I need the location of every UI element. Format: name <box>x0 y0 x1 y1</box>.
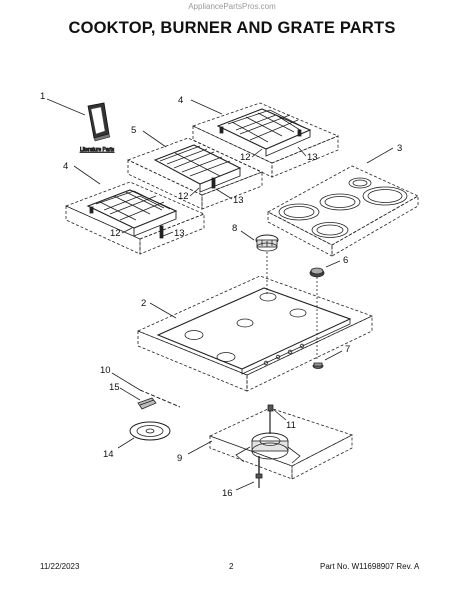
footer-date: 11/22/2023 <box>40 562 80 571</box>
valve-assembly-group <box>208 407 354 480</box>
watermark: AppliancePartsPros.com <box>188 2 276 11</box>
leader-line <box>119 387 141 401</box>
callout-13c[interactable]: 13 <box>174 228 185 239</box>
leader-line <box>121 227 133 234</box>
valve-assembly[interactable] <box>235 404 301 474</box>
leader-line <box>215 188 233 200</box>
cooktop-glass[interactable] <box>156 287 352 375</box>
callout-10[interactable]: 10 <box>100 365 111 376</box>
callout-4b[interactable]: 4 <box>63 161 68 172</box>
grate-group-right <box>191 102 340 178</box>
callout-14[interactable]: 14 <box>103 449 114 460</box>
burner-disc[interactable] <box>129 421 171 441</box>
leader-line <box>235 481 255 491</box>
callout-7[interactable]: 7 <box>345 344 350 355</box>
burner-knob-cap[interactable] <box>309 267 325 278</box>
leader-line <box>366 147 394 164</box>
igniter-wire[interactable] <box>139 389 181 408</box>
grate-middle[interactable] <box>153 144 242 193</box>
screw[interactable] <box>255 473 263 488</box>
leader-line <box>162 231 174 237</box>
leader-line <box>117 437 135 449</box>
leader-line <box>111 372 141 391</box>
callout-4a[interactable]: 4 <box>178 95 183 106</box>
callout-13b[interactable]: 13 <box>233 195 244 206</box>
grate-group-left <box>64 181 206 255</box>
callout-9[interactable]: 9 <box>177 453 182 464</box>
burner-base[interactable] <box>255 234 279 252</box>
callout-8[interactable]: 8 <box>232 223 237 234</box>
callout-12c[interactable]: 12 <box>110 228 121 239</box>
leader-line <box>325 260 341 268</box>
footer-page-number: 2 <box>229 562 234 571</box>
callout-2[interactable]: 2 <box>141 298 146 309</box>
grate-group-middle <box>126 137 264 210</box>
leader-line <box>73 165 101 185</box>
callout-13a[interactable]: 13 <box>307 152 318 163</box>
mounting-clip[interactable] <box>137 397 157 410</box>
callout-12a[interactable]: 12 <box>240 152 251 163</box>
page-title: COOKTOP, BURNER AND GRATE PARTS <box>68 19 396 37</box>
callout-3[interactable]: 3 <box>397 143 402 154</box>
leader-line <box>149 302 177 319</box>
leader-line <box>46 98 86 116</box>
callout-6[interactable]: 6 <box>343 255 348 266</box>
leader-line <box>297 146 307 157</box>
callout-1[interactable]: 1 <box>40 91 45 102</box>
leader-line <box>142 130 167 148</box>
callout-5[interactable]: 5 <box>131 125 136 136</box>
callout-12b[interactable]: 12 <box>178 191 189 202</box>
leader-line <box>190 99 223 115</box>
leader-line <box>189 187 200 197</box>
grate-left[interactable] <box>86 189 178 239</box>
literature-booklet[interactable] <box>87 102 111 142</box>
callout-15[interactable]: 15 <box>109 382 120 393</box>
cooktop-glass-group <box>136 275 374 392</box>
leader-line <box>273 409 287 421</box>
leader-line <box>324 350 343 361</box>
burner-caps-group <box>267 165 419 257</box>
rubber-foot[interactable] <box>312 362 324 369</box>
leader-line <box>251 148 263 158</box>
burner-caps[interactable] <box>278 177 408 238</box>
leader-line <box>240 230 255 241</box>
callout-16[interactable]: 16 <box>222 488 233 499</box>
callout-11[interactable]: 11 <box>286 420 296 431</box>
footer-part-number: Part No. W11698907 Rev. A <box>320 562 420 571</box>
literature-parts-label: Literature Parts <box>80 147 115 153</box>
leader-line <box>187 440 213 455</box>
grate-right[interactable] <box>216 108 312 157</box>
